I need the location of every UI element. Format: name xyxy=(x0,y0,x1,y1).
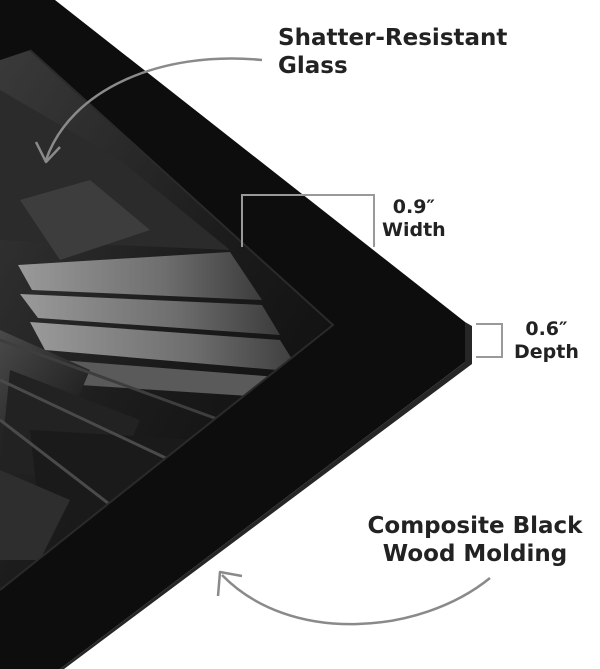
width-bracket xyxy=(241,194,375,247)
curved-arrow-glass-head-icon xyxy=(34,141,61,164)
curved-arrow-molding-icon xyxy=(221,574,491,626)
depth-value: 0.6″ xyxy=(525,318,568,340)
molding-callout-line1: Composite Black xyxy=(367,513,583,539)
glass-callout-line1: Shatter-Resistant xyxy=(278,25,508,51)
width-label: Width xyxy=(382,219,446,242)
depth-label: Depth xyxy=(514,341,579,364)
width-callout-label: 0.9″ Width xyxy=(382,196,446,242)
glass-callout-label: Shatter-Resistant Glass xyxy=(278,24,507,80)
curved-arrow-glass-icon xyxy=(44,57,263,161)
molding-callout-line2: Wood Molding xyxy=(382,541,568,568)
glass-edge xyxy=(0,49,335,591)
width-value: 0.9″ xyxy=(392,196,435,218)
depth-bracket xyxy=(476,323,503,358)
molding-callout-label: Composite Black Wood Molding xyxy=(350,512,600,568)
depth-callout-label: 0.6″ Depth xyxy=(514,318,579,364)
curved-arrow-molding-head-icon xyxy=(216,570,243,597)
glass-callout-line2: Glass xyxy=(278,53,348,80)
